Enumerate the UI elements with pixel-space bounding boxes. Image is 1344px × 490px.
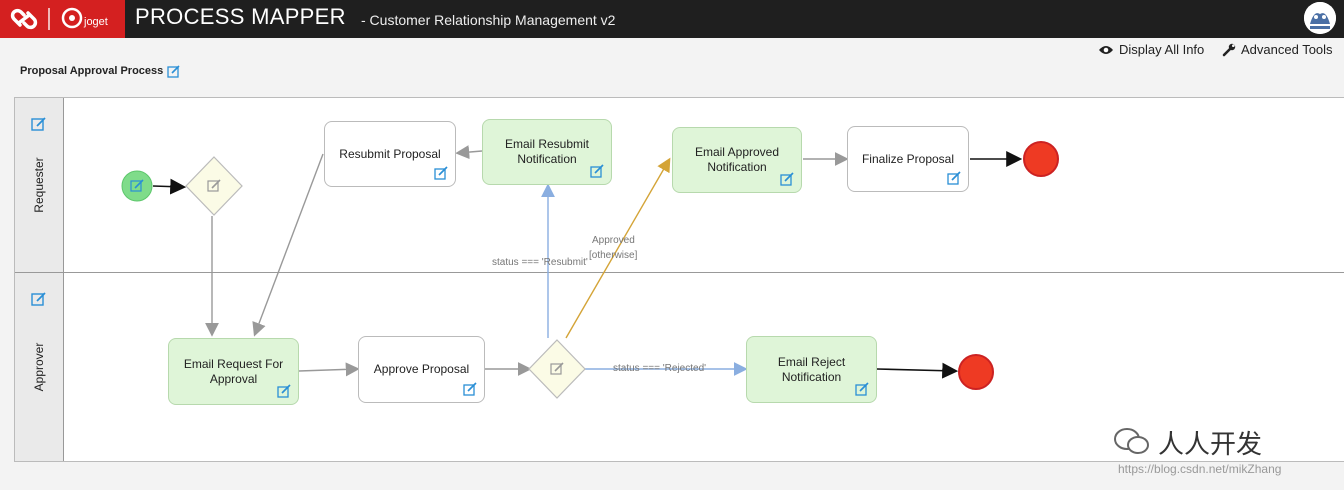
task-label: Email Approved Notification bbox=[694, 145, 780, 174]
flow-email-resubmit-to-resubmit[interactable] bbox=[455, 145, 483, 160]
edit-icon[interactable] bbox=[31, 116, 47, 132]
advanced-tools-label: Advanced Tools bbox=[1241, 42, 1333, 57]
lane-requester[interactable]: Requester bbox=[15, 98, 1344, 272]
tool-email-reject-notification[interactable]: Email Reject Notification bbox=[746, 336, 877, 403]
tool-email-approved-notification[interactable]: Email Approved Notification bbox=[672, 127, 802, 193]
wechat-icon bbox=[1114, 428, 1149, 454]
edit-icon[interactable] bbox=[590, 164, 605, 179]
edit-icon[interactable] bbox=[277, 384, 292, 399]
connector-layer bbox=[121, 141, 1059, 399]
logo-divider bbox=[48, 8, 50, 30]
edit-icon[interactable] bbox=[855, 382, 870, 397]
end-event-approved[interactable] bbox=[1023, 141, 1059, 177]
user-avatar[interactable] bbox=[1304, 2, 1336, 34]
flow-email-reject-to-end[interactable] bbox=[876, 362, 959, 379]
edit-icon[interactable] bbox=[947, 171, 962, 186]
joget-logo-icon bbox=[61, 7, 83, 29]
task-label: Finalize Proposal bbox=[861, 151, 955, 166]
edge-label-approved: Approved bbox=[592, 235, 635, 246]
gateway-approver[interactable] bbox=[528, 339, 586, 399]
process-title: Proposal Approval Process bbox=[20, 64, 181, 78]
eye-icon bbox=[1099, 45, 1113, 54]
toolbar: Display All Info Advanced Tools Proposal… bbox=[0, 38, 1344, 88]
task-label: Approve Proposal bbox=[373, 362, 470, 376]
task-approve-proposal[interactable]: Approve Proposal bbox=[358, 336, 485, 403]
lane-divider bbox=[15, 272, 1344, 273]
gateway-requester[interactable] bbox=[185, 156, 243, 216]
app-title: PROCESS MAPPER bbox=[135, 4, 346, 29]
lane-approver[interactable]: Approver bbox=[15, 273, 1344, 461]
edge-label-otherwise: [otherwise] bbox=[589, 250, 638, 261]
logo-area[interactable]: joget bbox=[0, 0, 125, 38]
edit-icon[interactable] bbox=[463, 382, 478, 397]
flow-resubmit-to-email-request[interactable] bbox=[252, 153, 324, 337]
app-header: joget PROCESS MAPPER - Customer Relation… bbox=[0, 0, 1344, 38]
task-resubmit-proposal[interactable]: Resubmit Proposal bbox=[324, 121, 456, 187]
edge-label-resubmit: status === 'Resubmit' bbox=[492, 257, 588, 268]
lane-header: Approver bbox=[15, 273, 64, 461]
task-label: Resubmit Proposal bbox=[339, 146, 441, 161]
flow-email-request-to-approve[interactable] bbox=[298, 362, 360, 377]
end-event-rejected[interactable] bbox=[958, 354, 994, 390]
tool-email-request-for-approval[interactable]: Email Request For Approval bbox=[168, 338, 299, 405]
avatar-icon bbox=[1304, 2, 1336, 34]
edge-label-rejected: status === 'Rejected' bbox=[613, 363, 707, 374]
task-label: Email Reject Notification bbox=[777, 354, 846, 384]
flow-gateway-to-email-approved[interactable] bbox=[565, 157, 671, 339]
edit-icon[interactable] bbox=[780, 172, 795, 187]
task-label: Email Resubmit Notification bbox=[504, 137, 590, 166]
edit-icon[interactable] bbox=[31, 291, 47, 307]
task-finalize-proposal[interactable]: Finalize Proposal bbox=[847, 126, 969, 192]
advanced-tools-button[interactable]: Advanced Tools bbox=[1222, 42, 1333, 57]
watermark-text: 人人开发 bbox=[1158, 429, 1263, 459]
app-subtitle: - Customer Relationship Management v2 bbox=[361, 12, 616, 28]
watermark-url: https://blog.csdn.net/mikZhang bbox=[1118, 462, 1282, 476]
edit-icon[interactable] bbox=[167, 64, 181, 78]
process-canvas[interactable]: Requester Approver bbox=[14, 97, 1344, 462]
edit-icon[interactable] bbox=[434, 166, 449, 181]
process-name-label: Proposal Approval Process bbox=[20, 65, 164, 77]
tool-email-resubmit-notification[interactable]: Email Resubmit Notification bbox=[482, 119, 612, 185]
wrench-icon bbox=[1222, 43, 1236, 56]
task-label: Email Request For Approval bbox=[183, 356, 284, 386]
flow-start-to-gateway[interactable] bbox=[152, 178, 187, 195]
display-all-info-button[interactable]: Display All Info bbox=[1098, 42, 1204, 57]
start-event[interactable] bbox=[121, 170, 153, 202]
link-logo-icon bbox=[10, 8, 38, 30]
lane-header: Requester bbox=[15, 98, 64, 272]
joget-logo-text: joget bbox=[84, 16, 108, 28]
display-all-info-label: Display All Info bbox=[1119, 42, 1205, 57]
